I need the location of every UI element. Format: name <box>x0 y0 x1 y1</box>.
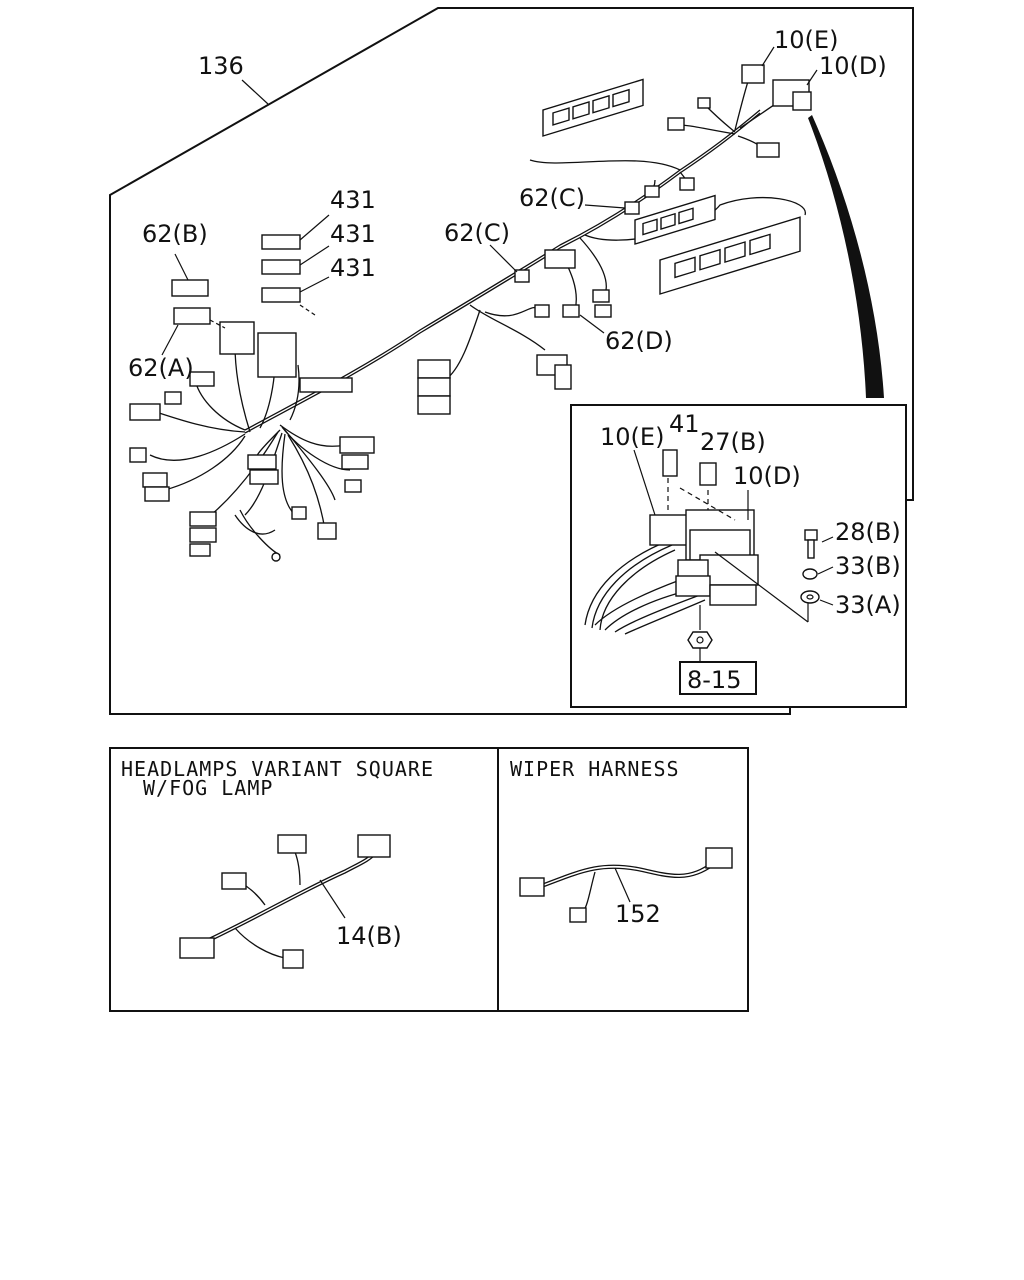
label-10e-top: 10(E) <box>774 26 838 54</box>
label-136: 136 <box>198 52 244 80</box>
main-leaders <box>161 46 818 356</box>
detail-pointer-wedge <box>808 115 884 398</box>
label-10e-detail: 10(E) <box>600 423 664 451</box>
label-62d: 62(D) <box>605 327 673 355</box>
label-33b: 33(B) <box>835 552 901 580</box>
panel-headlamps-variant <box>109 747 499 1012</box>
label-62a: 62(A) <box>128 354 194 382</box>
wiper-title: WIPER HARNESS <box>510 757 680 781</box>
detail-inset-drawing <box>584 449 834 695</box>
label-431-a: 431 <box>330 186 376 214</box>
label-152: 152 <box>615 900 661 928</box>
main-labels: 136 10(E) 10(D) 431 431 431 62(B) 62(A) … <box>128 26 887 382</box>
headlamps-panel-content: HEADLAMPS VARIANT SQUARE W/FOG LAMP 14(B… <box>121 757 434 969</box>
label-431-b: 431 <box>330 220 376 248</box>
ref-box-8-15 <box>679 661 757 695</box>
label-8-15: 8-15 <box>687 666 741 694</box>
headlamps-title-line2: W/FOG LAMP <box>143 776 273 800</box>
label-10d-detail: 10(D) <box>733 462 801 490</box>
label-41: 41 <box>669 410 700 438</box>
headlamps-title-line1: HEADLAMPS VARIANT SQUARE <box>121 757 434 781</box>
label-33a: 33(A) <box>835 591 901 619</box>
label-62b: 62(B) <box>142 220 208 248</box>
detail-labels: 10(E) 41 27(B) 10(D) 28(B) 33(B) 33(A) 8… <box>600 410 901 694</box>
main-connectors <box>129 64 812 562</box>
label-62c-lower: 62(C) <box>444 219 510 247</box>
label-10d-top: 10(D) <box>819 52 887 80</box>
label-431-c: 431 <box>330 254 376 282</box>
label-14b: 14(B) <box>336 922 402 950</box>
wiper-panel-content: WIPER HARNESS 152 <box>510 757 733 928</box>
label-62c-upper: 62(C) <box>519 184 585 212</box>
label-28b: 28(B) <box>835 518 901 546</box>
label-27b: 27(B) <box>700 428 766 456</box>
